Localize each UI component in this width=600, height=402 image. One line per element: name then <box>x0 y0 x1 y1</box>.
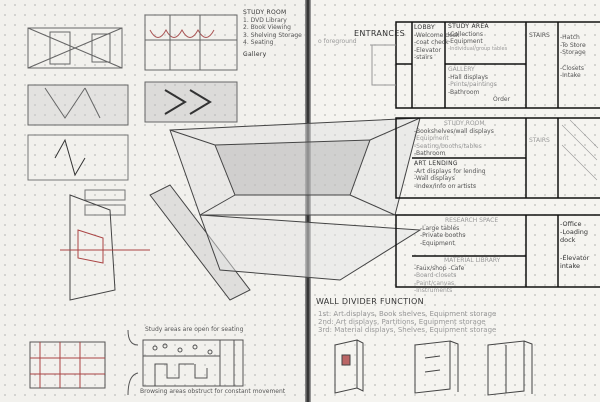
wall-divider-line: 1st: Art displays, Book shelves, Equipme… <box>318 310 497 318</box>
note-obstruct: Browsing areas obstruct for constant mov… <box>140 388 286 395</box>
gallery-label: Gallery <box>243 50 267 58</box>
lobby-item: -Elevator <box>414 46 442 54</box>
research-cell: RESEARCH SPACE -Large tables -Private bo… <box>420 217 498 247</box>
elevation-sketch-2 <box>144 14 238 71</box>
lobby-title: LOBBY <box>414 24 435 31</box>
gallery-cell: GALLERY -Hall displays -Prints/paintings… <box>448 66 510 104</box>
service-item: -Hatch <box>560 34 580 41</box>
material-item: -Instruments <box>414 287 453 294</box>
gallery-item: -Bathroom <box>448 88 480 96</box>
study-room-item: -Bathroom <box>414 150 446 157</box>
foreground-note: o foreground <box>318 38 357 45</box>
service-cell-3: -Office -Loading dock -Elevator intake <box>560 220 600 270</box>
stairs-label-2: STAIRS <box>529 137 550 144</box>
stairs-label: STAIRS <box>529 32 550 39</box>
study-area-item: -Equipment <box>448 38 483 45</box>
entrance-arrows <box>370 44 396 86</box>
wall-divider-line: 3rd: Material displays, Shelves, Equipme… <box>318 326 497 334</box>
research-item: -Private booths <box>420 232 466 239</box>
study-room-title: STUDY ROOM <box>243 9 287 16</box>
note-open: Study areas are open for seating <box>145 326 244 333</box>
art-lending-title: ART LENDING <box>414 160 458 167</box>
gallery-item: -Hall displays <box>448 73 489 81</box>
research-title: RESEARCH SPACE <box>445 217 499 224</box>
material-item: -Paint/canvas <box>414 279 455 287</box>
service-item: -Intake <box>560 72 581 79</box>
plan-sketch-bottom <box>29 329 244 396</box>
study-room-item: -Equipment <box>414 135 449 142</box>
study-room-list: STUDY ROOM 1. DVD Library 2. Book Viewin… <box>243 9 302 58</box>
lobby-item: -Welcome desk <box>414 31 460 39</box>
study-room-item: -Seating/booths/tables <box>414 142 482 150</box>
service-item: -Office <box>560 220 582 228</box>
gallery-title: GALLERY <box>448 66 475 73</box>
research-item: -Large tables <box>420 224 460 232</box>
room-item: 3. Shelving Storage <box>243 31 302 39</box>
perspective-sketch <box>60 117 422 301</box>
service-item: -Closets <box>560 64 584 72</box>
art-lending-item: -Art displays for lending <box>414 167 486 175</box>
lobby-item: -coat check <box>414 39 449 46</box>
wall-divider-line: 2nd: Art displays, Partitions, Equipment… <box>318 318 486 326</box>
service-item: -Elevator intake <box>560 254 590 270</box>
service-item: -Loading dock <box>560 228 588 244</box>
room-item: 1. DVD Library <box>243 16 287 24</box>
study-area-item: -Individual/group tables <box>448 45 508 52</box>
service-cell: -Hatch -To Store -Storage -Closets -Inta… <box>560 34 586 80</box>
study-area-title: STUDY AREA <box>448 23 489 30</box>
service-item: -Storage <box>560 49 586 56</box>
elevation-sketch-1 <box>27 27 123 69</box>
wall-divider-title: WALL DIVIDER FUNCTION <box>316 297 424 306</box>
wall-divider-sketches <box>334 339 533 396</box>
floor3-table <box>395 214 600 288</box>
study-area-cell: STUDY AREA -Collections -Equipment -Indi… <box>448 23 507 53</box>
gallery-item: Order <box>493 96 511 103</box>
wall-divider-lines: 1st: Art displays, Book shelves, Equipme… <box>318 310 496 334</box>
material-item: -Faux/shop -Cafe <box>414 264 465 272</box>
material-item: -Board closets <box>414 272 457 279</box>
book-spine <box>305 0 311 402</box>
lobby-item: -stairs <box>414 54 433 61</box>
right-sketchbook-page <box>310 0 600 402</box>
study-room-cell-title: STUDY ROOM <box>444 120 485 127</box>
study-area-item: -Collections <box>448 30 483 38</box>
art-lending-cell: ART LENDING -Art displays for lending -W… <box>414 160 486 190</box>
room-item: 4. Seating <box>243 39 274 46</box>
material-title: MATERIAL LIBRARY <box>444 257 501 264</box>
study-room-item: -Bookshelves/wall displays <box>414 127 494 135</box>
elevation-sketch-4 <box>27 134 129 216</box>
research-item: -Equipment <box>420 239 455 247</box>
material-cell: MATERIAL LIBRARY -Faux/shop -Cafe -Board… <box>414 257 500 295</box>
study-room-cell: STUDY ROOM -Bookshelves/wall displays -E… <box>414 120 494 158</box>
entrances-title: ENTRANCES <box>354 29 406 38</box>
room-item: 2. Book Viewing <box>243 24 291 31</box>
art-lending-item: -Wall displays <box>414 175 455 182</box>
floor1-table <box>395 21 600 109</box>
gallery-item: -Prints/paintings <box>448 81 497 88</box>
service-item: -To Store <box>560 41 586 49</box>
floor2-table <box>395 117 600 199</box>
lobby-cell: LOBBY -Welcome desk -coat check -Elevato… <box>414 24 459 62</box>
elevation-sketch-3 <box>27 81 238 126</box>
art-lending-item: -Index/info on artists <box>414 182 477 190</box>
